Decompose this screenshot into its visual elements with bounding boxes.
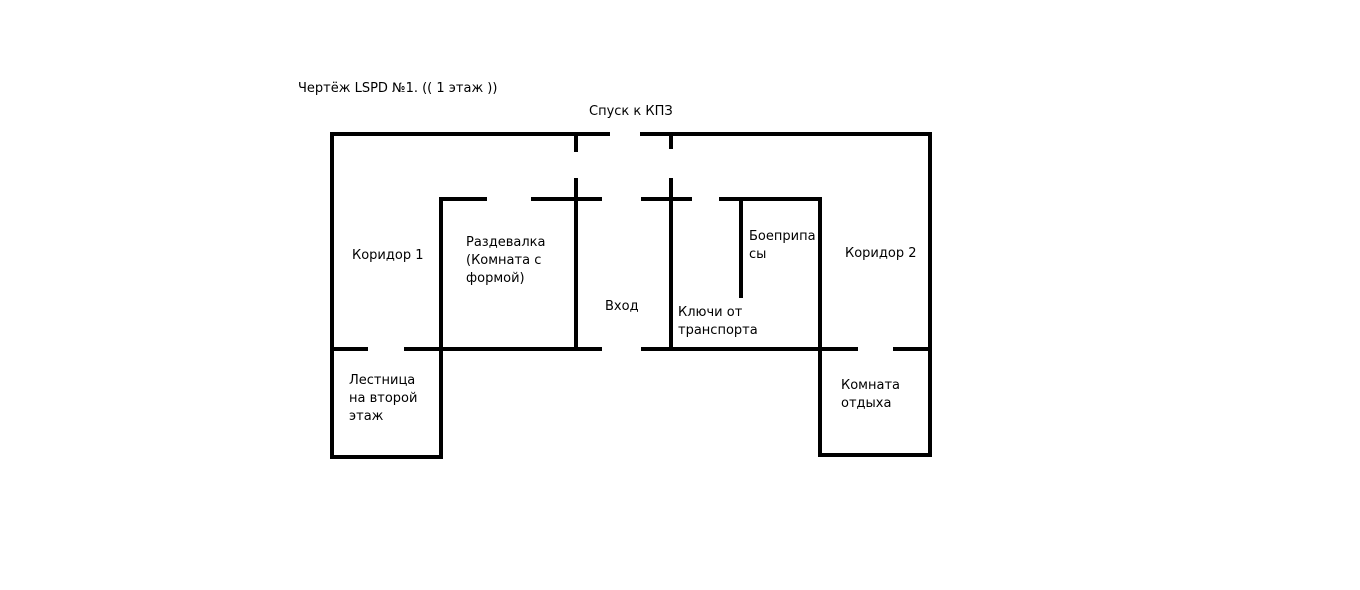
label-line: формой)	[466, 271, 525, 286]
label-line: Раздевалка	[466, 235, 546, 250]
label-line: транспорта	[678, 323, 758, 338]
label-line: Ключи от	[678, 305, 743, 320]
label-line: Вход	[605, 299, 639, 314]
label-line: этаж	[349, 409, 384, 424]
label-stairs-to-kpz: Спуск к КПЗ	[589, 103, 673, 121]
label-corridor-1: Коридор 1	[352, 247, 423, 265]
label-line: Коридор 2	[845, 246, 917, 261]
label-changing-room: Раздевалка (Комната с формой)	[466, 234, 545, 288]
label-line: Лестница	[349, 373, 416, 388]
walls	[330, 132, 932, 459]
label-rest-room: Комната отдыха	[841, 377, 900, 413]
label-line: Коридор 1	[352, 248, 424, 263]
label-line: Спуск к КПЗ	[589, 104, 673, 119]
label-line: на второй	[349, 391, 418, 406]
label-stairs-second-floor: Лестница на второй этаж	[349, 372, 417, 426]
label-entrance: Вход	[605, 298, 639, 316]
plan-title: Чертёж LSPD №1. (( 1 этаж ))	[298, 81, 498, 96]
label-line: Комната	[841, 378, 900, 393]
label-line: отдыха	[841, 396, 892, 411]
label-line: сы	[749, 247, 767, 262]
label-ammunition: Боеприпа сы	[749, 228, 816, 264]
label-vehicle-keys: Ключи от транспорта	[678, 304, 758, 340]
label-corridor-2: Коридор 2	[845, 245, 916, 263]
label-line: (Комната с	[466, 253, 542, 268]
label-line: Боеприпа	[749, 229, 816, 244]
